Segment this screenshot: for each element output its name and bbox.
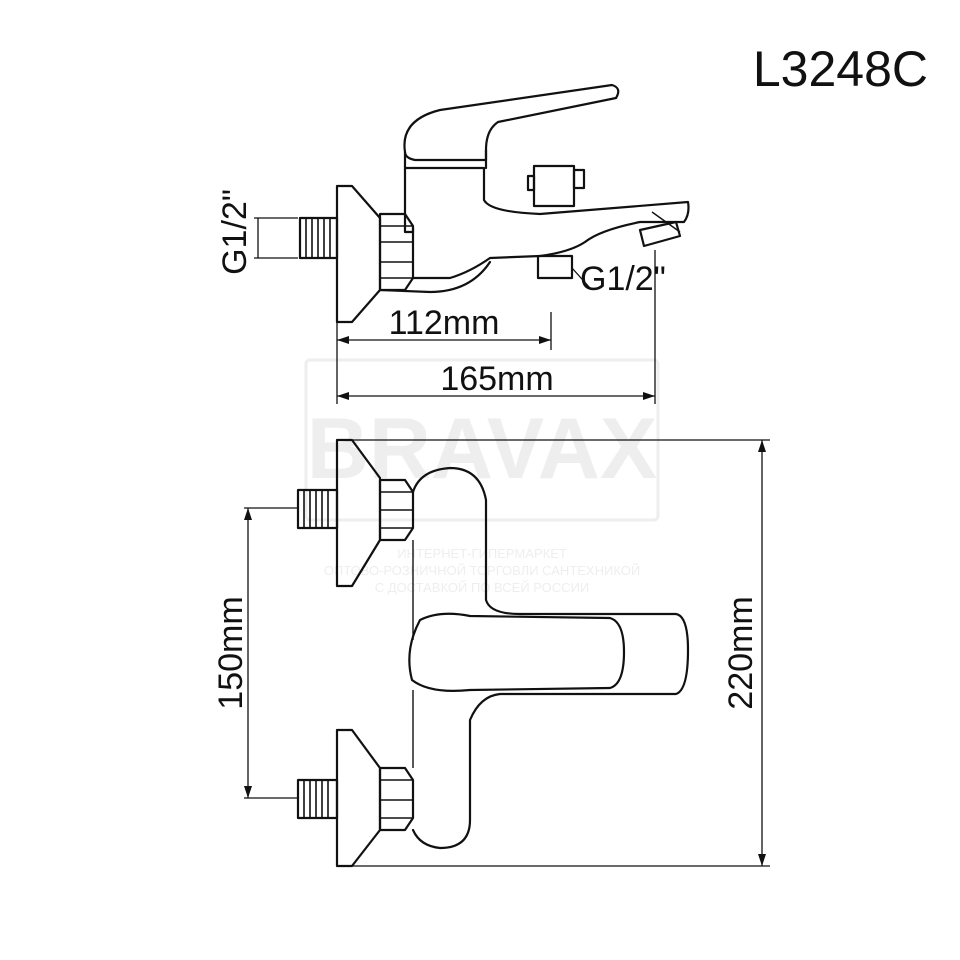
watermark-line-2: ОПТОВО-РОЗНИЧНОЙ ТОРГОВЛИ САНТЕХНИКОЙ — [324, 563, 640, 578]
overall-height-label: 220mm — [722, 596, 760, 709]
front-lower-thread — [296, 778, 339, 820]
side-inlet-thread — [298, 216, 339, 260]
front-upper-hex-nut — [378, 478, 415, 542]
front-lever-handle — [408, 612, 626, 692]
side-body-bottom — [378, 260, 492, 294]
wall-to-spout-label: 165mm — [440, 360, 553, 398]
outlet-thread-label: G1/2" — [580, 260, 666, 298]
dim-inlet-thread: G1/2" — [216, 189, 298, 275]
side-lever-base — [403, 148, 488, 170]
side-mixer-body — [403, 166, 690, 280]
side-view: G1/2" G1/2" 112mm 165mm — [216, 83, 690, 404]
wall-to-body-label: 112mm — [389, 304, 500, 342]
front-lower-flange — [335, 728, 382, 868]
side-hex-nut — [378, 212, 415, 292]
dim-wall-to-spout: 165mm — [337, 250, 656, 404]
inlet-thread-label: G1/2" — [216, 189, 254, 275]
side-diverter-knob — [526, 164, 586, 208]
front-mixer-body — [411, 466, 690, 850]
inlet-spacing-label: 150mm — [212, 596, 250, 709]
watermark: BRAVAX ИНТЕРНЕТ-ГИПЕРМАРКЕТ ОПТОВО-РОЗНИ… — [304, 358, 660, 595]
watermark-brand: BRAVAX — [307, 401, 657, 497]
side-wall-flange — [335, 184, 382, 324]
front-upper-thread — [296, 488, 339, 530]
dim-wall-to-body: 112mm — [336, 304, 552, 404]
side-spout-aerator — [638, 220, 682, 248]
model-code: L3248C — [753, 41, 928, 97]
dim-overall-height: 220mm — [352, 439, 770, 867]
side-lever-handle — [403, 83, 620, 162]
watermark-line-3: С ДОСТАВКОЙ ПО ВСЕЙ РОССИИ — [375, 580, 590, 595]
front-lower-hex-nut — [378, 766, 415, 832]
side-outlet-nipple — [536, 254, 574, 280]
dim-inlet-spacing: 150mm — [212, 507, 298, 799]
watermark-line-1: ИНТЕРНЕТ-ГИПЕРМАРКЕТ — [397, 546, 567, 561]
front-view: 150mm 220mm — [212, 438, 770, 868]
